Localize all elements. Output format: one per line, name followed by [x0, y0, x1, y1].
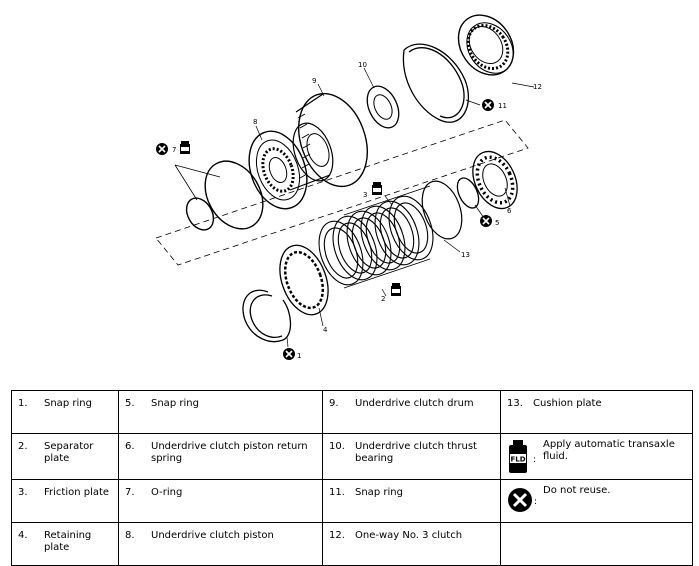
- callout-label: 2: [381, 295, 385, 303]
- legend-number: 7.: [125, 487, 135, 498]
- callout-label: 5: [495, 219, 499, 227]
- underdrive-clutch-drum-part: [289, 92, 368, 191]
- parts-legend-table: 1. Snap ring 5. Snap ring 9. Underdrive clu…: [11, 390, 693, 566]
- do-not-reuse-icon: [479, 214, 493, 228]
- fld-icon: [180, 141, 190, 154]
- do-not-reuse-icon: [481, 98, 495, 112]
- fld-icon: FLD :: [507, 439, 543, 479]
- legend-text: Underdrive clutch piston: [151, 530, 274, 541]
- callout-label: 12: [533, 83, 542, 91]
- fld-icon: [391, 283, 401, 296]
- fld-icon: [372, 182, 382, 195]
- do-not-reuse-icon: [282, 347, 296, 361]
- legend-number: 5.: [125, 398, 135, 409]
- legend-number: 10.: [329, 441, 345, 452]
- do-not-reuse-icon: [155, 142, 169, 156]
- callout-label: 7: [172, 146, 176, 154]
- one-way-clutch-part: [457, 14, 515, 76]
- legend-number: 12.: [329, 530, 345, 541]
- snap-ring-11-part: [402, 43, 470, 123]
- callout-label: 1: [297, 352, 301, 360]
- svg-text::: :: [533, 455, 536, 465]
- legend-row: 3. Friction plate 7. O-ring 11. Snap ring :…: [11, 479, 693, 523]
- o-ring-part: [174, 160, 264, 231]
- do-not-reuse-icon: :: [507, 485, 543, 519]
- legend-number: 13.: [507, 398, 523, 409]
- legend-number: 9.: [329, 398, 339, 409]
- legend-number: 4.: [18, 530, 28, 541]
- legend-text: Underdrive clutch piston return spring: [151, 441, 308, 464]
- legend-text: Snap ring: [355, 487, 403, 498]
- legend-text: Friction plate: [44, 487, 110, 498]
- legend-number: 2.: [18, 441, 28, 452]
- cushion-plate-part: [421, 180, 463, 240]
- legend-number: 6.: [125, 441, 135, 452]
- piston-return-spring-part: [472, 150, 518, 210]
- callout-label: 4: [323, 326, 328, 334]
- legend-text: Apply automatic transaxle fluid.: [543, 439, 675, 462]
- legend-number: 8.: [125, 530, 135, 541]
- snap-ring-1-part: [242, 289, 292, 343]
- legend-number: 11.: [329, 487, 345, 498]
- legend-row: 2. Separator plate 6. Underdrive clutch pi…: [11, 433, 693, 480]
- legend-row: 1. Snap ring 5. Snap ring 9. Underdrive clu…: [11, 390, 693, 434]
- legend-text: One-way No. 3 clutch: [355, 530, 463, 541]
- assembly-boundary: [155, 119, 529, 266]
- legend-text: O-ring: [151, 487, 183, 498]
- snap-ring-5-part: [456, 177, 480, 209]
- legend-text: Snap ring: [151, 398, 199, 409]
- thrust-bearing-part: [366, 85, 400, 129]
- callout-label: 6: [507, 207, 512, 215]
- svg-text::: :: [534, 497, 537, 507]
- legend-number: 3.: [18, 487, 28, 498]
- exploded-view-diagram: 1 2 3 4 5 6 7 8 9 10 11 12 13: [155, 14, 542, 361]
- legend-text: Retaining plate: [44, 530, 92, 553]
- callout-label: 9: [312, 77, 316, 85]
- legend-row: 4. Retaining plate 8. Underdrive clutch pi…: [11, 522, 693, 566]
- fld-icon-label: FLD: [510, 456, 525, 464]
- callout-label: 10: [358, 61, 367, 69]
- callout-label: 13: [461, 251, 470, 259]
- legend-text: Underdrive clutch thrust bearing: [355, 441, 477, 464]
- legend-number: 1.: [18, 398, 28, 409]
- clutch-plate-pack: [318, 185, 434, 289]
- leader-lines: [255, 67, 535, 348]
- legend-text: Do not reuse.: [543, 485, 611, 496]
- callout-label: 8: [253, 118, 257, 126]
- callout-label: 3: [363, 191, 367, 199]
- legend-text: Separator plate: [44, 441, 94, 464]
- underdrive-clutch-piston-part: [248, 130, 308, 210]
- callout-label: 11: [498, 102, 507, 110]
- legend-text: Cushion plate: [533, 398, 602, 409]
- legend-text: Underdrive clutch drum: [355, 398, 474, 409]
- legend-text: Snap ring: [44, 398, 92, 409]
- retaining-plate-part: [279, 244, 329, 316]
